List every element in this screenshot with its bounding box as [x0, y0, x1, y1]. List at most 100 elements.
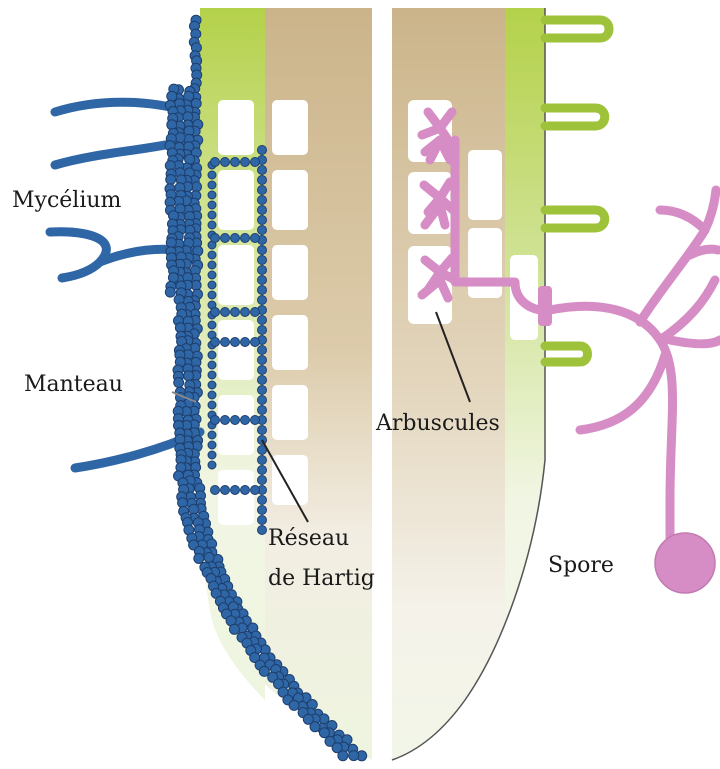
fungal-bead — [194, 554, 204, 564]
fungal-bead — [221, 234, 230, 243]
fungal-bead — [241, 416, 250, 425]
fungal-bead — [251, 158, 260, 167]
fungal-bead — [258, 516, 267, 525]
fungal-bead — [258, 286, 267, 295]
fungal-bead — [208, 211, 216, 219]
fungal-bead — [208, 361, 216, 369]
fungal-bead — [208, 191, 216, 199]
right-root-section — [392, 8, 609, 760]
fungal-bead — [258, 496, 267, 505]
fungal-bead — [229, 624, 239, 634]
spore-icon — [655, 533, 715, 593]
fungal-bead — [211, 486, 220, 495]
fungal-bead — [208, 391, 216, 399]
fungal-bead — [258, 146, 267, 155]
fungal-bead — [289, 700, 299, 710]
fungal-bead — [208, 431, 216, 439]
fungal-bead — [258, 276, 267, 285]
fungal-bead — [208, 381, 216, 389]
fungal-bead — [258, 456, 267, 465]
fungal-bead — [258, 166, 267, 175]
fungal-bead — [251, 486, 260, 495]
fungal-bead — [208, 401, 216, 409]
fungal-bead — [211, 308, 220, 317]
fungal-bead — [258, 186, 267, 195]
fungal-bead — [166, 175, 176, 185]
fungal-bead — [258, 316, 267, 325]
fungal-bead — [258, 386, 267, 395]
hypha-entry-point — [538, 286, 552, 326]
fungal-bead — [258, 466, 267, 475]
fungal-bead — [208, 181, 216, 189]
fungal-bead — [258, 326, 267, 335]
fungal-bead — [251, 234, 260, 243]
fungal-bead — [258, 256, 267, 265]
fungal-bead — [258, 526, 267, 535]
mycelium-label: Mycélium — [12, 190, 121, 212]
fungal-bead — [221, 416, 230, 425]
fungal-bead — [258, 246, 267, 255]
fungal-bead — [241, 338, 250, 347]
fungal-bead — [167, 91, 177, 101]
fungal-bead — [189, 504, 199, 514]
arbuscules-label: Arbuscules — [376, 413, 500, 435]
fungal-bead — [211, 416, 220, 425]
hartig-net-label-line2: de Hartig — [268, 568, 375, 590]
fungal-bead — [208, 171, 216, 179]
fungal-bead — [221, 158, 230, 167]
fungal-bead — [211, 158, 220, 167]
fungal-bead — [204, 553, 214, 563]
fungal-bead — [208, 461, 216, 469]
fungal-bead — [258, 426, 267, 435]
fungal-bead — [258, 406, 267, 415]
fungal-bead — [258, 366, 267, 375]
fungal-bead — [258, 266, 267, 275]
fungal-bead — [208, 321, 216, 329]
fungal-bead — [258, 206, 267, 215]
spore-label: Spore — [548, 555, 614, 577]
fungal-bead — [174, 378, 184, 388]
hartig-net-label-line1: Réseau — [268, 528, 349, 550]
fungal-bead — [258, 376, 267, 385]
fungal-bead — [208, 371, 216, 379]
fungal-bead — [208, 351, 216, 359]
mantle-label: Manteau — [24, 374, 123, 396]
fungal-bead — [231, 234, 240, 243]
fungal-bead — [251, 338, 260, 347]
fungal-bead — [221, 486, 230, 495]
fungal-bead — [258, 346, 267, 355]
fungal-bead — [231, 308, 240, 317]
fungal-bead — [258, 216, 267, 225]
fungal-bead — [241, 308, 250, 317]
fungal-bead — [208, 221, 216, 229]
fungal-bead — [208, 261, 216, 269]
fungal-bead — [319, 728, 329, 738]
fungal-bead — [258, 506, 267, 515]
fungal-bead — [211, 338, 220, 347]
fungal-bead — [231, 158, 240, 167]
fungal-bead — [231, 486, 240, 495]
fungal-bead — [251, 416, 260, 425]
fungal-bead — [208, 251, 216, 259]
left-root-section — [200, 8, 372, 760]
fungal-bead — [241, 234, 250, 243]
fungal-bead — [221, 338, 230, 347]
fungal-bead — [349, 751, 359, 761]
fungal-bead — [258, 356, 267, 365]
fungal-bead — [258, 396, 267, 405]
fungal-bead — [231, 338, 240, 347]
fungal-bead — [258, 196, 267, 205]
fungal-bead — [208, 451, 216, 459]
fungal-bead — [241, 486, 250, 495]
fungal-bead — [251, 308, 260, 317]
fungal-bead — [258, 296, 267, 305]
fungal-bead — [166, 238, 176, 248]
fungal-bead — [208, 441, 216, 449]
fungal-bead — [208, 291, 216, 299]
fungal-bead — [241, 158, 250, 167]
fungal-bead — [338, 751, 348, 761]
fungal-bead — [184, 371, 194, 381]
fungal-bead — [258, 476, 267, 485]
fungal-bead — [258, 226, 267, 235]
